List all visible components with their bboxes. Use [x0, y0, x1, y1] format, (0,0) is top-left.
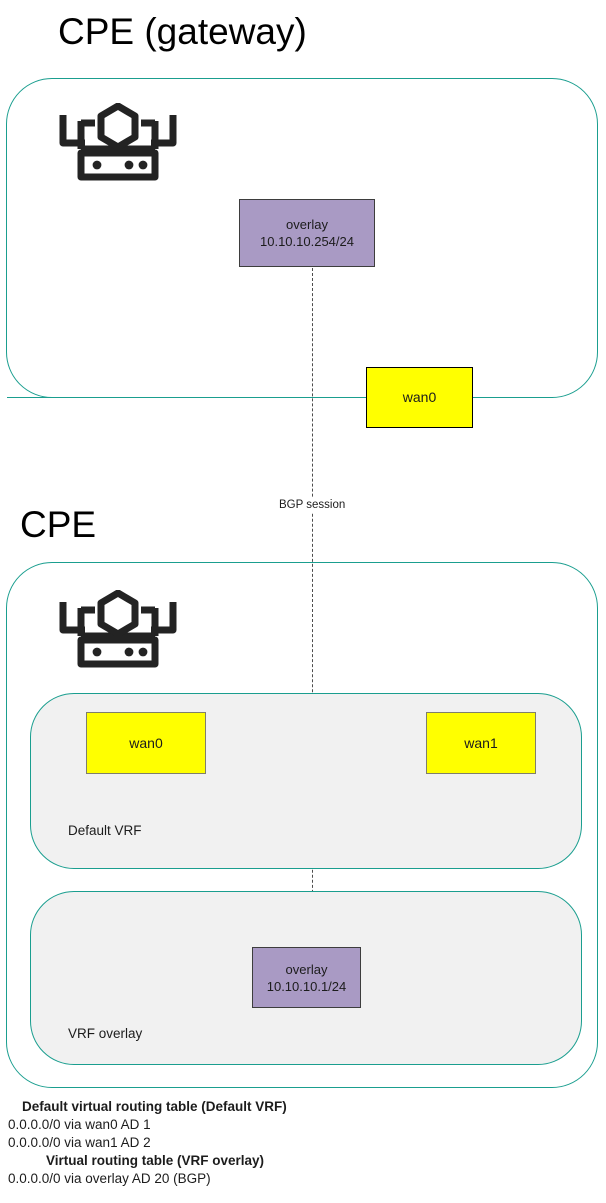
routing-table-overlay-header: Virtual routing table (VRF overlay) — [46, 1153, 265, 1168]
routing-table-row: 0.0.0.0/0 via overlay AD 20 (BGP) — [8, 1171, 211, 1186]
interface-address: 10.10.10.1/24 — [266, 978, 347, 994]
page-title-cpe: CPE — [20, 504, 97, 545]
router-icon — [57, 102, 179, 185]
routing-table-row: 0.0.0.0/0 via wan0 AD 1 — [8, 1117, 151, 1132]
routing-table-default-header: Default virtual routing table (Default V… — [22, 1099, 287, 1114]
interface-wan0-cpe[interactable]: wan0 — [86, 712, 206, 774]
interface-name: wan0 — [402, 389, 437, 405]
vrf-overlay-label: VRF overlay — [68, 1026, 143, 1041]
interface-address: 10.10.10.254/24 — [260, 234, 354, 249]
cpe-device-container — [6, 562, 598, 1088]
gateway-edge-line-right — [473, 397, 553, 398]
interface-overlay-cpe[interactable]: overlay 10.10.10.1/24 — [252, 947, 361, 1008]
vrf-default-label: Default VRF — [68, 823, 142, 838]
interface-name: wan0 — [129, 734, 163, 751]
routing-legend: Default virtual routing table (Default V… — [0, 1098, 606, 1188]
router-icon — [57, 589, 179, 672]
page-title-gateway: CPE (gateway) — [58, 11, 307, 52]
interface-wan0-gateway[interactable]: wan0 — [366, 367, 473, 428]
gateway-edge-line-left — [7, 397, 367, 398]
interface-name: overlay — [286, 217, 328, 232]
interface-name: wan1 — [464, 734, 498, 751]
interface-wan1-cpe[interactable]: wan1 — [426, 712, 536, 774]
interface-overlay-gateway[interactable]: overlay 10.10.10.254/24 — [239, 199, 375, 267]
routing-table-row: 0.0.0.0/0 via wan1 AD 2 — [8, 1135, 151, 1150]
bgp-session-label: BGP session — [276, 498, 349, 512]
interface-name: overlay — [285, 961, 328, 977]
bgp-session-line — [312, 268, 313, 948]
